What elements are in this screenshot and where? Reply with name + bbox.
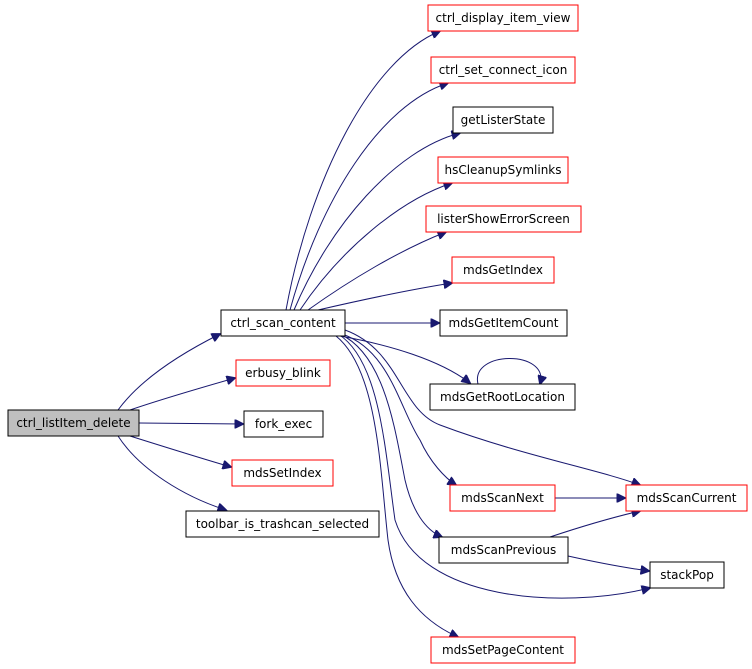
node-mdsSetIndex[interactable]: mdsSetIndex bbox=[231, 459, 334, 487]
node-box bbox=[430, 636, 576, 664]
edge-mdsScanPrevious-to-mdsScanCurrent bbox=[549, 511, 640, 538]
node-box bbox=[429, 383, 576, 411]
node-box bbox=[425, 205, 582, 233]
edge-ctrl_scan_content-to-getListerState bbox=[293, 133, 460, 311]
node-label: mdsGetItemCount bbox=[449, 316, 559, 330]
edge-ctrl_scan_content-to-mdsGetRootLocation bbox=[339, 335, 470, 383]
node-box bbox=[625, 484, 748, 512]
node-label: getListerState bbox=[461, 113, 546, 127]
node-mdsScanNext[interactable]: mdsScanNext bbox=[449, 484, 556, 512]
node-stackPop: stackPop bbox=[649, 561, 725, 589]
node-mdsGetIndex[interactable]: mdsGetIndex bbox=[451, 256, 555, 284]
node-label: ctrl_scan_content bbox=[230, 316, 336, 330]
node-label: mdsGetIndex bbox=[463, 263, 543, 277]
node-label: hsCleanupSymlinks bbox=[444, 163, 561, 177]
node-label: listerShowErrorScreen bbox=[437, 212, 570, 226]
edge-ctrl_scan_content-to-listerShowErrorScreen bbox=[307, 232, 446, 311]
node-hsCleanupSymlinks[interactable]: hsCleanupSymlinks bbox=[437, 156, 569, 184]
node-mdsScanCurrent[interactable]: mdsScanCurrent bbox=[625, 484, 748, 512]
node-box bbox=[235, 359, 331, 387]
node-box bbox=[438, 536, 569, 564]
node-box bbox=[649, 561, 725, 589]
node-label: toolbar_is_trashcan_selected bbox=[196, 517, 369, 531]
node-box bbox=[439, 309, 568, 337]
node-mdsScanPrevious: mdsScanPrevious bbox=[438, 536, 569, 564]
edge-ctrl_listItem_delete-to-ctrl_scan_content bbox=[117, 334, 220, 411]
node-box bbox=[449, 484, 556, 512]
node-label: erbusy_blink bbox=[245, 366, 321, 380]
node-box bbox=[437, 156, 569, 184]
edge-ctrl_scan_content-to-mdsScanCurrent bbox=[344, 329, 640, 485]
node-ctrl_set_connect_icon[interactable]: ctrl_set_connect_icon bbox=[430, 56, 576, 84]
node-label: stackPop bbox=[660, 568, 714, 582]
nodes-layer: ctrl_listItem_delete ctrl_scan_contenterb… bbox=[7, 4, 748, 664]
node-fork_exec: fork_exec bbox=[243, 410, 324, 438]
edge-ctrl_listItem_delete-to-erbusy_blink bbox=[129, 378, 235, 411]
node-mdsGetRootLocation: mdsGetRootLocation bbox=[429, 383, 576, 411]
edge-ctrl_listItem_delete-to-toolbar_is_trashcan_selected bbox=[117, 435, 226, 510]
node-label: mdsScanPrevious bbox=[451, 543, 556, 557]
edge-ctrl_listItem_delete-to-mdsSetIndex bbox=[129, 435, 231, 467]
node-label: mdsScanNext bbox=[461, 491, 544, 505]
edge-ctrl_scan_content-to-mdsScanPrevious bbox=[339, 333, 442, 537]
node-label: mdsGetRootLocation bbox=[440, 390, 565, 404]
node-label: mdsSetIndex bbox=[243, 466, 321, 480]
edge-ctrl_scan_content-to-ctrl_set_connect_icon bbox=[289, 83, 448, 311]
edge-ctrl_scan_content-to-mdsGetIndex bbox=[317, 283, 452, 311]
edge-ctrl_scan_content-to-hsCleanupSymlinks bbox=[299, 183, 452, 311]
node-box bbox=[231, 459, 334, 487]
node-label: mdsScanCurrent bbox=[637, 491, 737, 505]
node-box bbox=[452, 106, 554, 134]
node-mdsSetPageContent[interactable]: mdsSetPageContent bbox=[430, 636, 576, 664]
node-erbusy_blink[interactable]: erbusy_blink bbox=[235, 359, 331, 387]
node-label: fork_exec bbox=[255, 417, 312, 431]
node-box bbox=[451, 256, 555, 284]
edges-layer bbox=[117, 31, 650, 637]
node-label: ctrl_listItem_delete bbox=[16, 416, 130, 430]
node-label: ctrl_display_item_view bbox=[436, 11, 571, 25]
node-box bbox=[427, 4, 579, 32]
node-listerShowErrorScreen[interactable]: listerShowErrorScreen bbox=[425, 205, 582, 233]
node-ctrl_display_item_view[interactable]: ctrl_display_item_view bbox=[427, 4, 579, 32]
edge-ctrl_scan_content-to-mdsScanNext bbox=[341, 333, 456, 485]
node-box bbox=[243, 410, 324, 438]
node-ctrl_listItem_delete: ctrl_listItem_delete bbox=[7, 409, 140, 437]
node-box bbox=[185, 510, 380, 538]
node-label: ctrl_set_connect_icon bbox=[439, 63, 568, 77]
edge-ctrl_scan_content-to-mdsSetPageContent bbox=[335, 335, 458, 637]
node-box bbox=[7, 409, 140, 437]
node-mdsGetItemCount: mdsGetItemCount bbox=[439, 309, 568, 337]
edge-ctrl_scan_content-to-stackPop bbox=[337, 333, 650, 599]
node-box bbox=[430, 56, 576, 84]
node-ctrl_scan_content: ctrl_scan_content bbox=[220, 309, 346, 337]
edge-ctrl_listItem_delete-to-fork_exec bbox=[138, 423, 243, 424]
edge-mdsGetRootLocation-to-mdsGetRootLocation bbox=[477, 358, 540, 385]
node-getListerState: getListerState bbox=[452, 106, 554, 134]
edge-ctrl_scan_content-to-ctrl_display_item_view bbox=[285, 31, 440, 311]
edge-mdsScanPrevious-to-stackPop bbox=[567, 555, 649, 571]
node-toolbar_is_trashcan_selected: toolbar_is_trashcan_selected bbox=[185, 510, 380, 538]
node-box bbox=[220, 309, 346, 337]
node-label: mdsSetPageContent bbox=[442, 643, 564, 657]
